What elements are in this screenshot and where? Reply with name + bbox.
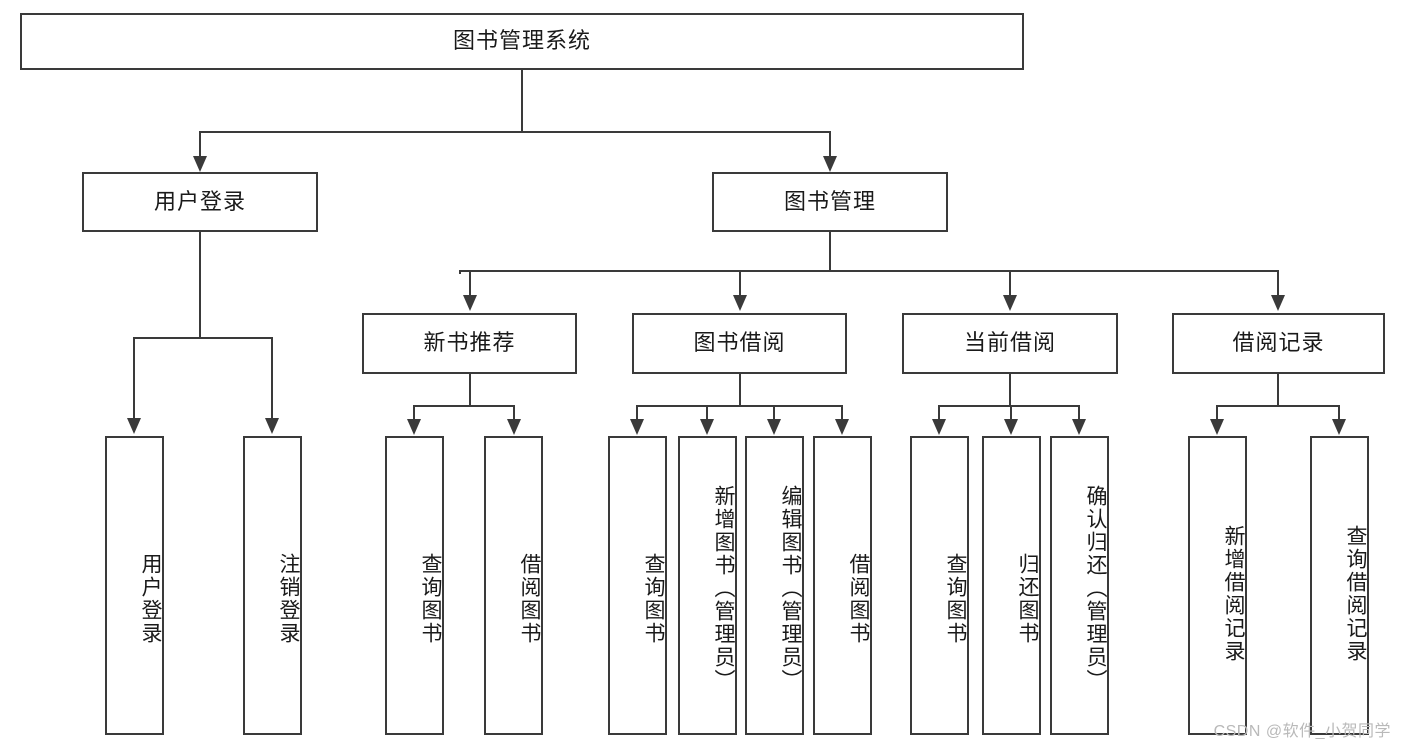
connector-current-borrow-drop-1	[938, 405, 940, 421]
node-label: 查询图书	[642, 552, 665, 645]
leaf-add-book-admin[interactable]: 新增图书（管理员）	[678, 436, 737, 735]
arrow-to-leaf-query-book-new	[407, 419, 421, 435]
arrow-to-book-management	[823, 156, 837, 172]
node-label: 新增借阅记录	[1222, 524, 1245, 663]
connector-level3-bus	[459, 270, 1277, 272]
node-label: 归还图书	[1016, 552, 1039, 645]
connector-user-login-drop-1	[133, 337, 135, 420]
connector-new-book-drop-2	[513, 405, 515, 421]
connector-current-borrow-bus	[938, 405, 1080, 407]
leaf-query-book-borrow[interactable]: 查询图书	[608, 436, 667, 735]
arrow-to-leaf-return-book	[1004, 419, 1018, 435]
arrow-to-leaf-confirm-return	[1072, 419, 1086, 435]
leaf-query-borrow-record[interactable]: 查询借阅记录	[1310, 436, 1369, 735]
connector-current-borrow-drop-3	[1078, 405, 1080, 421]
arrow-to-leaf-user-logout	[265, 418, 279, 434]
node-label: 用户登录	[139, 552, 162, 645]
leaf-borrow-book-new[interactable]: 借阅图书	[484, 436, 543, 735]
node-new-book-recommend[interactable]: 新书推荐	[362, 313, 577, 374]
arrow-to-leaf-add-record	[1210, 419, 1224, 435]
node-label: 查询图书	[419, 552, 442, 645]
arrow-to-leaf-add-book	[700, 419, 714, 435]
leaf-borrow-book[interactable]: 借阅图书	[813, 436, 872, 735]
node-borrow-record[interactable]: 借阅记录	[1172, 313, 1385, 374]
node-label: 图书管理	[783, 188, 876, 214]
connector-book-borrow-bus	[636, 405, 843, 407]
node-current-borrow[interactable]: 当前借阅	[902, 313, 1118, 374]
arrow-to-borrow-record	[1271, 295, 1285, 311]
arrow-to-leaf-borrow-book-new	[507, 419, 521, 435]
node-label: 图书借阅	[693, 330, 786, 356]
node-label: 新增图书（管理员）	[712, 485, 735, 692]
arrow-to-leaf-borrow-book	[835, 419, 849, 435]
node-book-borrow[interactable]: 图书借阅	[632, 313, 847, 374]
node-book-management-system[interactable]: 图书管理系统	[20, 13, 1024, 70]
arrow-to-leaf-query-book-current	[932, 419, 946, 435]
connector-new-book-bus	[413, 405, 513, 407]
node-label: 查询借阅记录	[1344, 524, 1367, 663]
arrow-to-leaf-query-record	[1332, 419, 1346, 435]
connector-book-borrow-drop-2	[706, 405, 708, 421]
node-label: 查询图书	[944, 552, 967, 645]
leaf-user-login[interactable]: 用户登录	[105, 436, 164, 735]
connector-book-borrow-drop-4	[841, 405, 843, 421]
node-label: 借阅图书	[847, 552, 870, 645]
connector-level3-bus-left-cap	[459, 270, 461, 274]
arrow-to-user-login	[193, 156, 207, 172]
node-label: 用户登录	[153, 188, 246, 214]
arrow-to-leaf-edit-book	[767, 419, 781, 435]
arrow-to-leaf-query-book-borrow	[630, 419, 644, 435]
node-label: 当前借阅	[963, 330, 1056, 356]
connector-current-borrow-drop-2	[1010, 405, 1012, 421]
connector-level2-bus	[199, 131, 829, 133]
node-label: 图书管理系统	[452, 28, 591, 54]
connector-book-borrow-drop-1	[636, 405, 638, 421]
connector-current-borrow-stem	[1009, 374, 1011, 407]
connector-borrow-record-drop-1	[1216, 405, 1218, 421]
connector-book-management-stem	[829, 232, 831, 272]
arrow-to-new-book-rec	[463, 295, 477, 311]
leaf-query-book-new[interactable]: 查询图书	[385, 436, 444, 735]
node-user-login[interactable]: 用户登录	[82, 172, 318, 232]
leaf-user-logout[interactable]: 注销登录	[243, 436, 302, 735]
arrow-to-book-borrow	[733, 295, 747, 311]
leaf-confirm-return-admin[interactable]: 确认归还（管理员）	[1050, 436, 1109, 735]
csdn-watermark: CSDN @软件_小贺同学	[1213, 723, 1391, 740]
node-label: 借阅记录	[1232, 330, 1325, 356]
connector-root-stem	[521, 70, 523, 132]
connector-new-book-stem	[469, 374, 471, 407]
connector-user-login-drop-2	[271, 337, 273, 420]
connector-user-login-stem	[199, 232, 201, 338]
leaf-query-book-current[interactable]: 查询图书	[910, 436, 969, 735]
connector-to-new-book-rec	[469, 270, 471, 297]
arrow-to-current-borrow	[1003, 295, 1017, 311]
connector-book-borrow-stem	[739, 374, 741, 407]
node-label: 新书推荐	[423, 330, 516, 356]
node-label: 注销登录	[277, 552, 300, 645]
node-book-management[interactable]: 图书管理	[712, 172, 948, 232]
connector-to-user-login	[199, 131, 201, 158]
connector-borrow-record-bus	[1216, 405, 1340, 407]
connector-to-borrow-record	[1277, 270, 1279, 297]
connector-to-book-borrow	[739, 270, 741, 297]
connector-to-current-borrow	[1009, 270, 1011, 297]
connector-book-borrow-drop-3	[773, 405, 775, 421]
connector-user-login-bus	[133, 337, 271, 339]
leaf-add-borrow-record[interactable]: 新增借阅记录	[1188, 436, 1247, 735]
connector-borrow-record-stem	[1277, 374, 1279, 407]
connector-borrow-record-drop-2	[1338, 405, 1340, 421]
leaf-edit-book-admin[interactable]: 编辑图书（管理员）	[745, 436, 804, 735]
node-label: 确认归还（管理员）	[1084, 485, 1107, 692]
connector-to-book-management	[829, 131, 831, 158]
node-label: 编辑图书（管理员）	[779, 485, 802, 692]
arrow-to-leaf-user-login	[127, 418, 141, 434]
connector-new-book-drop-1	[413, 405, 415, 421]
node-label: 借阅图书	[518, 552, 541, 645]
leaf-return-book[interactable]: 归还图书	[982, 436, 1041, 735]
